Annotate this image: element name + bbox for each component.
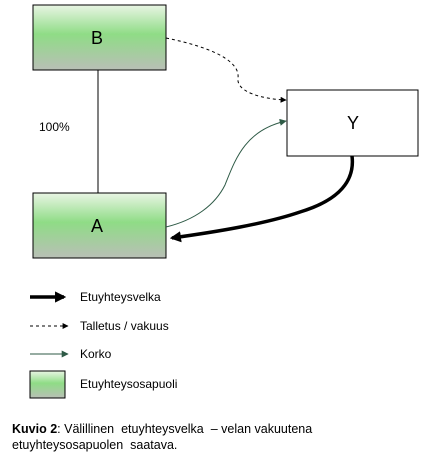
caption-prefix: Kuvio 2 <box>12 422 58 436</box>
caption-line-2: etuyhteysosapuolen saatava. <box>12 438 178 452</box>
legend-green-box-icon <box>29 370 66 399</box>
node-a: A <box>32 192 167 259</box>
node-b-label: B <box>91 28 103 48</box>
interest-arrow <box>165 118 287 228</box>
node-a-box <box>32 192 167 259</box>
legend-item-interest: Korko <box>30 347 112 361</box>
legend-party-label: Etuyhteysosapuoli <box>80 377 177 391</box>
legend-item-deposit: Talletus / vakuus <box>30 319 169 333</box>
legend-item-party: Etuyhteysosapuoli <box>29 370 177 399</box>
legend-item-debt: Etuyhteysvelka <box>30 290 161 304</box>
node-b: B <box>32 4 167 71</box>
deposit-arrow <box>165 37 287 103</box>
legend: Etuyhteysvelka Talletus / vakuus Korko E… <box>29 290 177 399</box>
legend-deposit-label: Talletus / vakuus <box>80 319 169 333</box>
caption-line-1: Kuvio 2: Välillinen etuyhteysvelka – vel… <box>12 421 412 437</box>
node-y-box <box>286 89 419 157</box>
node-a-label: A <box>91 216 103 236</box>
legend-debt-label: Etuyhteysvelka <box>80 290 161 304</box>
legend-interest-label: Korko <box>80 347 112 361</box>
caption-line-1-rest: : Välillinen etuyhteysvelka – velan vaku… <box>57 422 313 436</box>
debt-arrow <box>169 155 355 243</box>
ownership-label: 100% <box>39 120 70 134</box>
figure-caption: Kuvio 2: Välillinen etuyhteysvelka – vel… <box>12 421 412 453</box>
node-y-label: Y <box>347 113 359 133</box>
node-b-box <box>32 4 167 71</box>
node-y: Y <box>286 89 419 157</box>
